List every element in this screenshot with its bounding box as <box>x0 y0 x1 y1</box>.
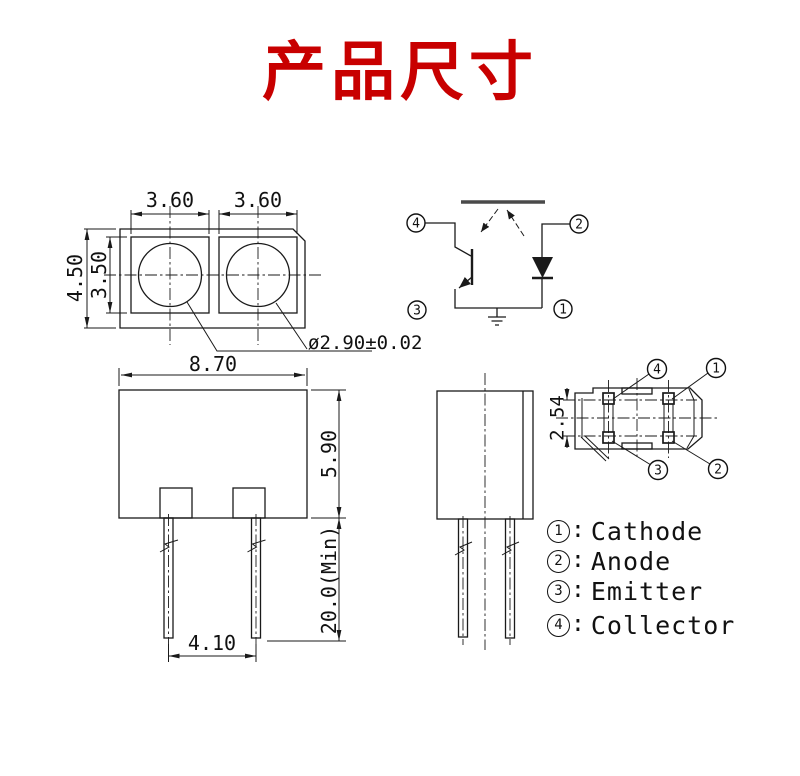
leader-line <box>671 440 711 465</box>
legend-item-cathode: 1 : Cathode <box>547 516 777 546</box>
ground-icon <box>488 308 506 326</box>
front-tab-right <box>232 487 266 519</box>
side-view <box>436 373 534 650</box>
legend-item-collector: 4 : Collector <box>547 610 777 640</box>
bottom-pin-3: 3 <box>647 459 669 481</box>
pin-number: 2 <box>575 218 583 233</box>
legend-item-emitter: 3 : Emitter <box>547 576 777 606</box>
pin-number: 4 <box>412 217 420 232</box>
bottom-outline <box>574 387 703 450</box>
pin-number-badge: 3 <box>547 579 570 603</box>
pin-number-badge: 4 <box>547 613 570 637</box>
front-view: 8.70 5.90 20.0(Min) 4.10 <box>118 352 346 662</box>
emitter-wire <box>454 289 542 309</box>
lead-break-mark <box>454 541 473 556</box>
collector-wire <box>425 222 472 257</box>
circuit-diagram: 4 2 3 1 <box>406 200 589 326</box>
bottom-pin-1: 1 <box>705 357 727 379</box>
dim-body-width: 8.70 <box>189 352 237 376</box>
front-body-outline <box>118 389 308 519</box>
pin-number-badge: 2 <box>547 549 570 573</box>
legend-item-anode: 2 : Anode <box>547 546 777 576</box>
pin-number: 3 <box>413 304 421 319</box>
legend-label: Emitter <box>590 576 704 606</box>
top-view-body-outline <box>119 228 306 329</box>
dim-lead-pitch: 4.10 <box>188 631 236 655</box>
top-view: 3.60 3.60 4.50 3.50 ø2.90±0.02 <box>63 188 422 354</box>
pin-number: 1 <box>712 362 720 377</box>
leader-line <box>186 301 372 352</box>
legend-separator: : <box>571 517 585 543</box>
emitter-wire-arrow <box>458 276 473 289</box>
anode-wire <box>541 223 570 257</box>
bottom-pin-2: 2 <box>707 458 729 480</box>
reflected-ray-arrow-icon <box>480 208 499 233</box>
legend-separator: : <box>571 577 585 603</box>
leader-line <box>611 440 652 466</box>
legend-separator: : <box>571 547 585 573</box>
pin-legend: 1 : Cathode 2 : Anode 3 : Emitter 4 : Co… <box>547 516 777 642</box>
dim-body-height: 4.50 <box>63 254 87 302</box>
inner-ledge-chamfer <box>580 435 610 462</box>
leader-line <box>612 373 650 400</box>
pin-number-badge: 1 <box>547 519 570 543</box>
circuit-pin-1: 1 <box>553 299 573 319</box>
circuit-pin-4: 4 <box>406 213 426 233</box>
extension-line <box>118 368 308 386</box>
bottom-view: 2.54 4 1 3 2 <box>547 357 729 481</box>
pin-number: 4 <box>653 363 661 378</box>
lead-break-mark <box>247 539 266 553</box>
legend-label: Collector <box>590 610 736 640</box>
lead-break-mark <box>501 541 520 556</box>
dim-body-height: 5.90 <box>317 430 341 478</box>
leader-line <box>275 302 308 350</box>
legend-label: Anode <box>590 546 672 576</box>
lead-break-mark <box>159 539 179 553</box>
pin-number: 3 <box>654 464 662 479</box>
circuit-pin-2: 2 <box>569 214 589 234</box>
dim-lens-diameter: ø2.90±0.02 <box>308 332 422 354</box>
diode-triangle-icon <box>532 257 553 278</box>
front-tab-left <box>159 487 193 519</box>
inner-ledge-right <box>686 388 695 449</box>
dim-lead-length: 20.0(Min) <box>317 526 341 634</box>
dim-window-width-left: 3.60 <box>146 188 194 212</box>
page-title: 产品尺寸 <box>262 36 538 110</box>
legend-separator: : <box>571 611 585 637</box>
dim-window-width-right: 3.60 <box>234 188 282 212</box>
leader-line <box>671 372 709 400</box>
pin-number: 1 <box>559 303 567 318</box>
dim-pin-row-pitch: 2.54 <box>547 395 569 441</box>
pin-number: 2 <box>714 463 722 478</box>
extension-line <box>168 644 257 662</box>
dim-window-height: 3.50 <box>87 251 111 299</box>
circuit-pin-3: 3 <box>407 300 427 320</box>
bottom-pin-4: 4 <box>646 358 668 380</box>
legend-label: Cathode <box>590 516 704 546</box>
emitted-ray-arrow-icon <box>506 209 525 237</box>
